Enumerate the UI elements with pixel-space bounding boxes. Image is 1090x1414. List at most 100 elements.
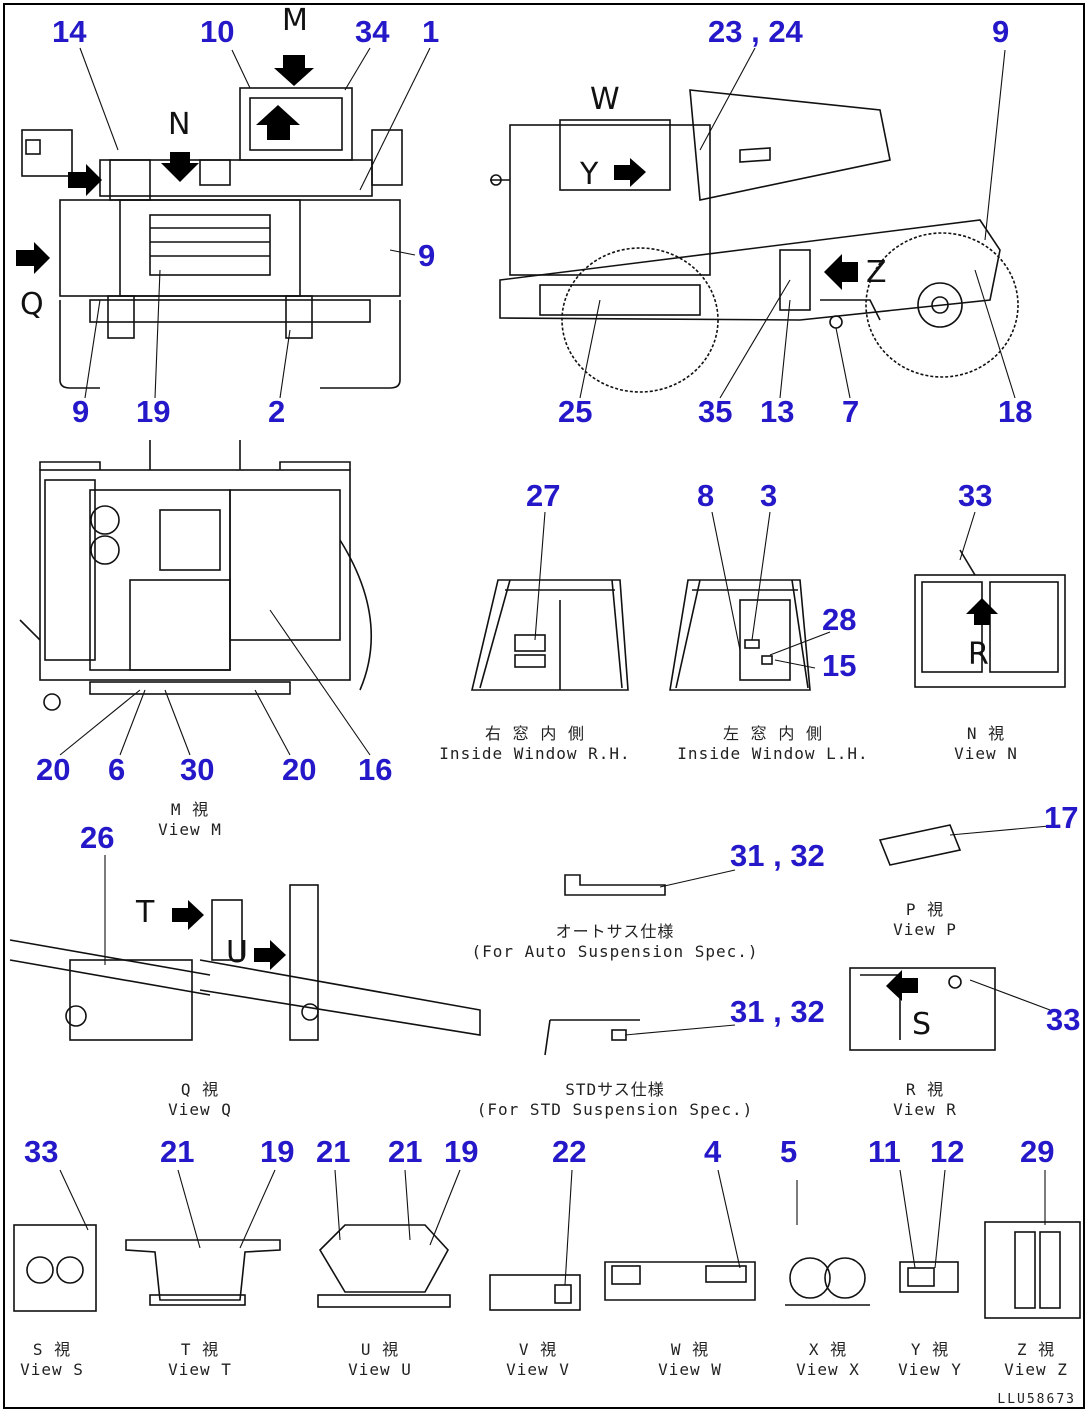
view-letter-y: Y xyxy=(580,157,599,192)
callout-27: 27 xyxy=(526,478,561,513)
callout-2: 2 xyxy=(268,394,286,429)
callout-31-32: 31 , 32 xyxy=(730,994,825,1029)
callout-33: 33 xyxy=(24,1134,59,1169)
arrow-w-icon xyxy=(68,164,102,196)
view-letter-w: W xyxy=(590,82,620,117)
arrow-q-icon xyxy=(16,242,50,274)
view-letter-r: R xyxy=(968,637,989,672)
view-u-drawing xyxy=(317,1224,451,1308)
view-q-drawing xyxy=(9,884,481,1041)
callout-7: 7 xyxy=(842,394,860,429)
callout-14: 14 xyxy=(52,14,87,49)
callout-33: 33 xyxy=(1046,1002,1081,1037)
arrow-s-icon xyxy=(886,970,918,1001)
callout-21: 21 xyxy=(388,1134,423,1169)
callout-5: 5 xyxy=(780,1134,798,1169)
view-letter-q: Q xyxy=(20,287,44,322)
callout-21: 21 xyxy=(160,1134,195,1169)
arrow-t-icon xyxy=(172,900,204,930)
callout-23-24: 23 , 24 xyxy=(708,14,803,49)
callout-9: 9 xyxy=(72,394,90,429)
view-w-drawing xyxy=(604,1261,756,1301)
leader-lines xyxy=(59,47,1061,1286)
callout-9: 9 xyxy=(418,238,436,273)
view-letter-m: M xyxy=(282,3,308,38)
caption-std-suspension: STDサス仕様(For STD Suspension Spec.) xyxy=(476,1080,754,1119)
callout-34: 34 xyxy=(355,14,390,49)
callout-12: 12 xyxy=(930,1134,965,1169)
callout-22: 22 xyxy=(552,1134,587,1169)
view-v-drawing xyxy=(489,1274,581,1311)
callout-26: 26 xyxy=(80,820,115,855)
callout-16: 16 xyxy=(358,752,393,787)
view-letter-n: N xyxy=(168,107,191,142)
callout-19: 19 xyxy=(136,394,171,429)
callout-19: 19 xyxy=(260,1134,295,1169)
callout-9: 9 xyxy=(992,14,1010,49)
view-letter-z: Z xyxy=(866,255,887,290)
callout-35: 35 xyxy=(698,394,733,429)
callout-4: 4 xyxy=(704,1134,722,1169)
view-n-drawing xyxy=(914,549,1066,688)
inside-lh-drawing xyxy=(669,579,811,691)
view-letter-t: T xyxy=(136,895,155,930)
view-s-drawing xyxy=(13,1224,97,1312)
arrow-n-icon xyxy=(161,152,199,182)
drawing-frame xyxy=(3,3,1085,1409)
callout-18: 18 xyxy=(998,394,1033,429)
std-suspension-drawing xyxy=(544,1019,640,1056)
callout-6: 6 xyxy=(108,752,126,787)
side-view-drawing xyxy=(490,89,1019,393)
callout-20: 20 xyxy=(36,752,71,787)
callout-8: 8 xyxy=(697,478,715,513)
view-letter-u: U xyxy=(226,935,248,970)
arrow-y-icon xyxy=(256,105,300,140)
callout-15: 15 xyxy=(822,648,857,683)
callout-11: 11 xyxy=(868,1134,901,1169)
view-x-drawing xyxy=(785,1257,870,1306)
callout-21: 21 xyxy=(316,1134,351,1169)
view-p-drawing xyxy=(878,824,962,866)
callout-17: 17 xyxy=(1044,800,1079,835)
view-t-drawing xyxy=(125,1239,281,1306)
arrow-w2-icon xyxy=(614,158,646,187)
callout-19: 19 xyxy=(444,1134,479,1169)
callout-1: 1 xyxy=(422,14,440,49)
view-arrows xyxy=(16,55,998,1001)
auto-suspension-drawing xyxy=(564,874,666,896)
view-z-drawing xyxy=(984,1221,1081,1319)
callout-25: 25 xyxy=(558,394,593,429)
callout-30: 30 xyxy=(180,752,215,787)
callout-20: 20 xyxy=(282,752,317,787)
callout-29: 29 xyxy=(1020,1134,1055,1169)
arrow-r-icon xyxy=(966,598,998,625)
front-view-drawing xyxy=(21,87,403,389)
caption-auto-suspension: オートサス仕様(For Auto Suspension Spec.) xyxy=(471,922,759,961)
callout-33: 33 xyxy=(958,478,993,513)
callout-3: 3 xyxy=(760,478,778,513)
callout-31-32: 31 , 32 xyxy=(730,838,825,873)
arrow-m-icon xyxy=(274,55,314,86)
view-letter-s: S xyxy=(912,1007,932,1042)
callout-28: 28 xyxy=(822,602,857,637)
arrow-u-icon xyxy=(254,940,286,970)
top-view-drawing xyxy=(19,440,373,711)
arrow-z-icon xyxy=(824,254,858,290)
view-y-drawing xyxy=(899,1261,959,1293)
callout-10: 10 xyxy=(200,14,235,49)
